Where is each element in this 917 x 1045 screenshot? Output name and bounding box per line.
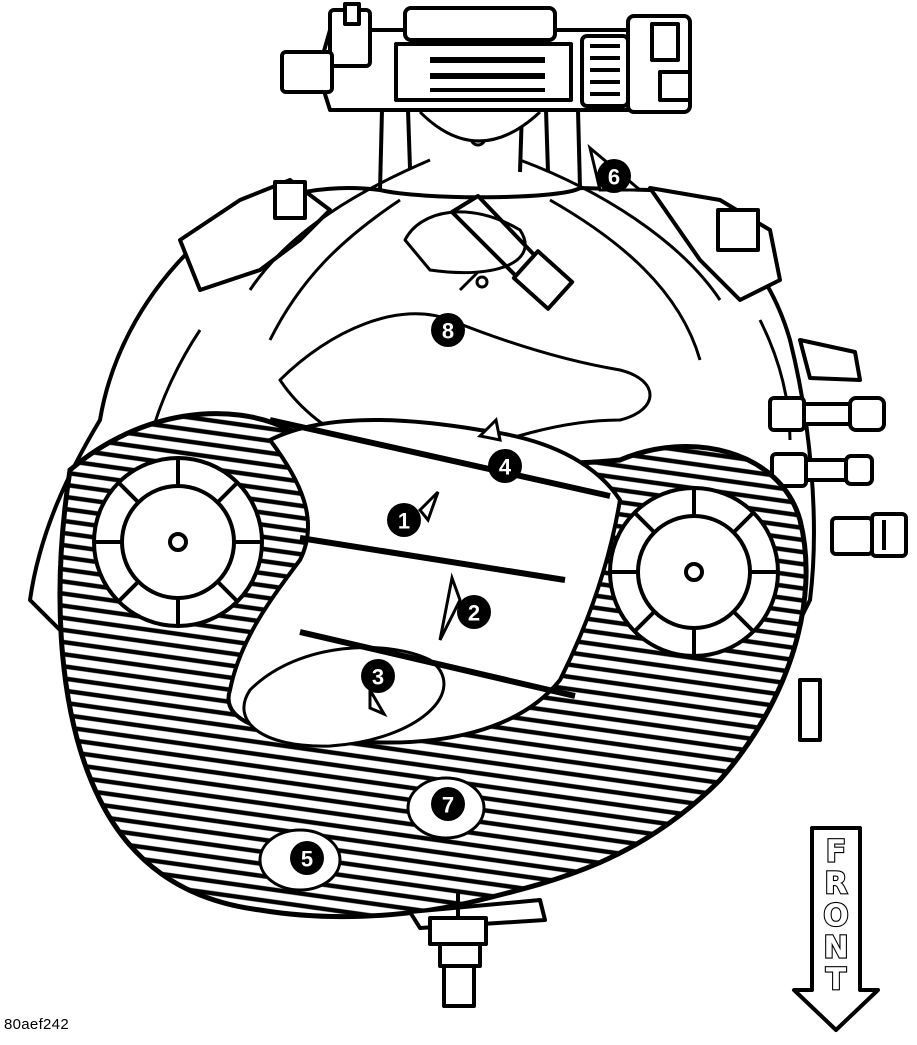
- figure-code: 80aef242: [4, 1016, 69, 1033]
- callout-3-label: 3: [372, 665, 384, 690]
- callout-5: 5: [290, 841, 324, 875]
- callout-8-label: 8: [442, 319, 454, 344]
- throttle-body: [280, 2, 692, 191]
- callout-8: 8: [431, 313, 465, 347]
- left-port-wheel: [92, 456, 264, 628]
- callout-2: 2: [457, 595, 491, 629]
- right-fittings: [768, 338, 908, 742]
- callout-1: 1: [387, 503, 421, 537]
- bottom-fitting: [408, 890, 547, 1008]
- callout-4-label: 4: [499, 455, 512, 480]
- front-label-letter: T: [826, 963, 847, 998]
- callout-3: 3: [361, 659, 395, 693]
- front-label-letter: O: [823, 899, 849, 934]
- callout-5-label: 5: [301, 847, 313, 872]
- callout-2-label: 2: [468, 601, 480, 626]
- callout-6: 6: [597, 159, 631, 193]
- right-port-wheel: [608, 486, 780, 658]
- front-label-letter: F: [826, 835, 847, 870]
- callout-4: 4: [488, 449, 522, 483]
- front-label-letter: R: [824, 867, 847, 902]
- callout-1-label: 1: [398, 509, 410, 534]
- callout-6-label: 6: [608, 165, 620, 190]
- callout-7: 7: [431, 787, 465, 821]
- callout-7-label: 7: [442, 793, 454, 818]
- front-label-letter: N: [823, 931, 848, 966]
